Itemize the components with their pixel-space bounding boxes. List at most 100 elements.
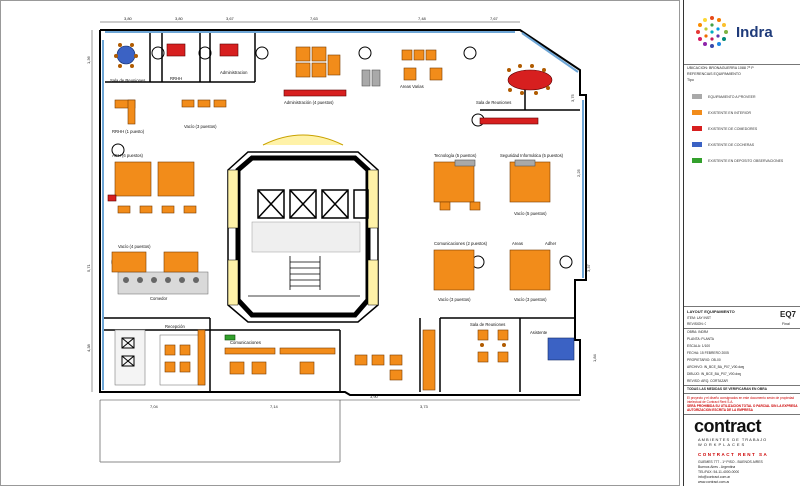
dimensions-top: 3,80 3,80 3,67 7,63 7,48 7,67 [100, 16, 520, 23]
room-label-vacio-3: Vacío (3 puestos) [184, 124, 217, 129]
legend-swatch-gray [692, 94, 702, 99]
address-line-4: www.contract.com.ar [698, 480, 730, 484]
legend-label-green: EXISTENTE EN DEPOSITO OBSERVACIONES [708, 159, 784, 163]
room-label-tecnologia-5: Tecnología (5 puestos) [434, 153, 477, 158]
dim-bottom-4: 3,73 [420, 404, 429, 409]
room-label-adher: Adher [545, 241, 557, 246]
tb-row-2: OBRA: INDRA [687, 330, 709, 334]
brand-sub1: AMBIENTES DE TRABAJO [698, 437, 768, 442]
room-label-administracion: Administracion [220, 70, 248, 75]
indra-logo-text: Indra [736, 24, 773, 41]
legend-label-gray: EQUIPAMIENTO A PROVEER [708, 95, 756, 99]
room-label-areas-varias: Areas Varias [400, 84, 424, 89]
room-label-vacio-5: Vacío (5 puestos) [514, 211, 547, 216]
tb-row-9: REVISO: ARQ. CORTAZAR [687, 379, 728, 383]
address-line-2: TEL/FAX: 54-11-4000-0000 [698, 470, 740, 474]
dimensions-bottom: 7,04 7,14 3,90 3,73 [100, 394, 580, 409]
room-label-rrhh-1: RRHH (1 puesto) [112, 129, 145, 134]
dim-top-5: 7,48 [418, 16, 427, 21]
tb-row-8: DIBUJO: IN_BCE_BA_P07_V00.dwg [687, 372, 742, 376]
legend-label-red: EXISTENTE DE COMEDORES [708, 127, 758, 131]
room-label-sala-reuniones-1: Sala de Reuniones [110, 78, 145, 83]
final-label: Final [782, 322, 790, 326]
dim-top-2: 3,80 [175, 16, 184, 21]
dim-bottom-1: 7,04 [150, 404, 159, 409]
window-strip [102, 31, 584, 390]
room-label-ach-6: ACH (6 puestos) [112, 153, 144, 158]
legend-label-blue: EXISTENTE DE COCHERAS [708, 143, 755, 147]
tb-row-6: PROPIETARIO: OB-00 [687, 358, 721, 362]
legal-text: El proyecto y el diseño consignados en e… [687, 396, 795, 404]
room-label-vacio-3c: Vacío (3 puestos) [514, 297, 547, 302]
room-labels: Sala de Reuniones RRHH Administracion Ad… [110, 70, 564, 345]
dim-bottom-3: 3,90 [370, 394, 379, 399]
dim-top-1: 3,80 [124, 16, 133, 21]
legend-label-orange: EXISTENTE EN INTERIOR [708, 111, 751, 115]
room-label-comunicaciones: Comunicaciones [230, 340, 261, 345]
dim-right-4: 1,84 [592, 353, 597, 362]
room-label-asistente: Asistente [530, 330, 548, 335]
room-label-seguridad-5: Seguridad Informática (5 puestos) [500, 153, 564, 158]
dim-right-2: 2,25 [576, 168, 581, 177]
address-line-0: GUEMES 777 - 1º PISO - BUENOS AIRES [698, 460, 763, 464]
equipment-green [224, 334, 236, 341]
kitchen-grid [159, 334, 206, 386]
dim-top-3: 3,67 [226, 16, 235, 21]
room-label-sala-reuniones-2: Sala de Reuniones [476, 100, 511, 105]
dimensions-right: 3,75 2,25 3,37 1,84 [570, 93, 597, 362]
sheet-code: EQ7 [780, 310, 797, 319]
tb-row-1: REVISION: 0 [687, 322, 707, 326]
core-lobby [251, 221, 361, 253]
tb-row-4: ESCALA: 1/100 [687, 344, 711, 348]
dim-left-3: 4,38 [86, 343, 91, 352]
legal-red-text: SERÁ PROHIBIDA SU UTILIZACION TOTAL O PA… [687, 404, 798, 412]
room-label-rrhh: RRHH [170, 76, 182, 81]
brand-sub3: CONTRACT RENT SA [698, 452, 769, 457]
equipment-red [107, 43, 553, 202]
room-label-vacio-4: Vacío (4 puestos) [118, 244, 151, 249]
tb-row-7: ARCHIVO: IN_BCE_BA_P07_V00.dwg [687, 365, 745, 369]
ubicacion-text: UBICACION: BRONAGUERRA 1088 7º P [687, 66, 754, 70]
comedor-table [117, 271, 209, 295]
equipment-blue [116, 45, 575, 361]
indra-logo-icon [696, 16, 728, 48]
address-line-3: info@contract.com.ar [698, 475, 731, 479]
referencias-text: REFERENCIAS EQUIPAMIENTO [687, 72, 741, 76]
elevator-group [257, 189, 369, 219]
legend-swatch-green [692, 158, 702, 163]
dimensions-left: 1,36 5,71 4,38 [86, 30, 93, 392]
room-label-comunicaciones-2: Comunicaciones (2 puestos) [434, 241, 488, 246]
title-block-title: LAYOUT EQUIPAMIENTO [687, 309, 735, 314]
building-outline [99, 29, 587, 396]
tb-row-0: ITEM: LAY INST [687, 316, 712, 320]
room-label-recepcion: Recepción [165, 324, 185, 329]
room-label-administracion-4: Administración (4 puestos) [284, 100, 334, 105]
legend-swatch-orange [692, 110, 702, 115]
dim-bottom-2: 7,14 [270, 404, 279, 409]
address-line-1: Buenos Aires - Argentina [698, 465, 736, 469]
dim-left-2: 5,71 [86, 263, 91, 272]
legend-swatch-red [692, 126, 702, 131]
room-label-areas: Areas [512, 241, 523, 246]
contract-logo-text: contract [694, 416, 762, 436]
legend-header: Tipo [687, 78, 694, 82]
workstation-group [111, 46, 551, 391]
room-label-comedor: Comedor [150, 296, 168, 301]
note-medidas: TODAS LAS MEDIDAS SE VERIFICARAN EN OBRA [687, 387, 767, 391]
dim-right-1: 3,75 [570, 93, 575, 102]
brand-sub2: WORKPLACES [698, 442, 747, 447]
room-label-vacio-3b: Vacío (3 puestos) [438, 297, 471, 302]
room-label-sala-reuniones-3: Sala de Reuniones [470, 322, 505, 327]
equipment-gray [361, 69, 536, 167]
floor-plan: 3,80 3,80 3,67 7,63 7,48 7,67 7,04 7,14 … [0, 0, 680, 486]
column-group [111, 46, 573, 269]
tb-row-5: FECHA: 15 FEBRERO 2005 [687, 351, 729, 355]
chair-group [114, 43, 550, 347]
title-panel: Indra UBICACION: BRONAGUERRA 1088 7º P R… [683, 0, 800, 486]
dim-top-4: 7,63 [310, 16, 319, 21]
tb-row-3: PLANTA: PLANTA [687, 337, 714, 341]
reception-curve [262, 134, 344, 146]
dim-right-3: 3,37 [586, 263, 591, 272]
legend-swatch-blue [692, 142, 702, 147]
dim-left-1: 1,36 [86, 55, 91, 64]
